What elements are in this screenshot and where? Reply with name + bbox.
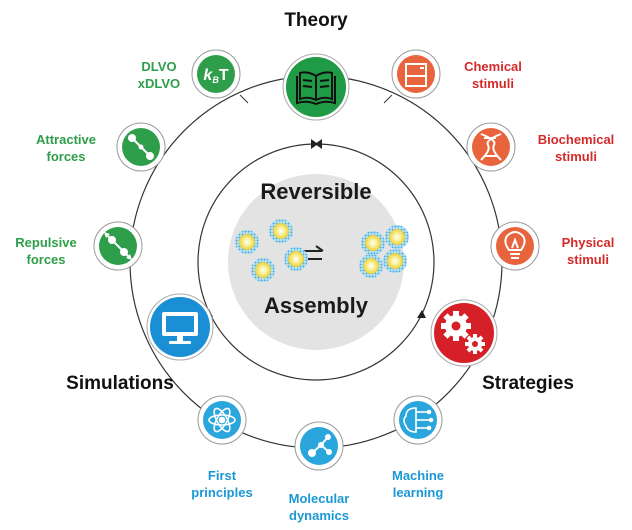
attracting-spheres-icon: [128, 134, 154, 160]
molecular-dynamics-label: Molecular dynamics: [288, 491, 350, 523]
strategies-title: Strategies: [482, 373, 574, 394]
theory-title: Theory: [284, 10, 348, 31]
repulsive-forces-label: Repulsive forces: [15, 235, 77, 267]
dispersed-particles: [235, 219, 308, 282]
strategies-hub: [434, 303, 494, 363]
theory-hub: [286, 57, 346, 117]
simulations-hub: [150, 297, 210, 357]
repelling-spheres-icon: [104, 232, 132, 260]
physical-stimuli-label: Physical stimuli: [561, 235, 615, 267]
inner-ring-arrow-right: [417, 310, 426, 318]
biochemical-stimuli-node: [466, 122, 516, 172]
assembled-particles: [359, 225, 409, 278]
dlvo-node: kBT: [191, 49, 249, 104]
biochemical-stimuli-label: Biochemical stimuli: [537, 132, 615, 164]
dlvo-label: DLVO xDLVO: [137, 59, 181, 91]
center-disc: [228, 174, 404, 350]
dna-icon: [480, 133, 502, 161]
first-principles-label: First principles: [191, 468, 253, 500]
beaker-icon: [405, 63, 427, 87]
center-title-line1: Reversible: [260, 179, 372, 204]
simulations-title: Simulations: [66, 373, 174, 394]
kbt-icon: kBT: [203, 67, 228, 85]
physical-stimuli-node: [490, 221, 540, 271]
chemical-stimuli-label: Chemical stimuli: [464, 59, 522, 91]
open-book-icon: [296, 71, 336, 106]
molecular-dynamics-node: [294, 421, 344, 471]
molecule-icon: [308, 434, 332, 457]
brain-circuit-icon: [403, 407, 434, 433]
chemical-stimuli-node: [383, 49, 441, 104]
atom-icon: [208, 407, 236, 433]
computer-monitor-icon: [162, 312, 198, 344]
inner-ring-arrow-top: [311, 139, 322, 149]
lightbulb-icon: [504, 231, 526, 259]
machine-learning-node: [393, 395, 443, 445]
attractive-forces-label: Attractive forces: [36, 132, 96, 164]
machine-learning-label: Machine learning: [391, 468, 444, 500]
attractive-forces-node: [116, 122, 166, 172]
center-title-line2: Assembly: [264, 293, 368, 318]
first-principles-node: [197, 395, 247, 445]
repulsive-forces-node: [93, 221, 143, 271]
